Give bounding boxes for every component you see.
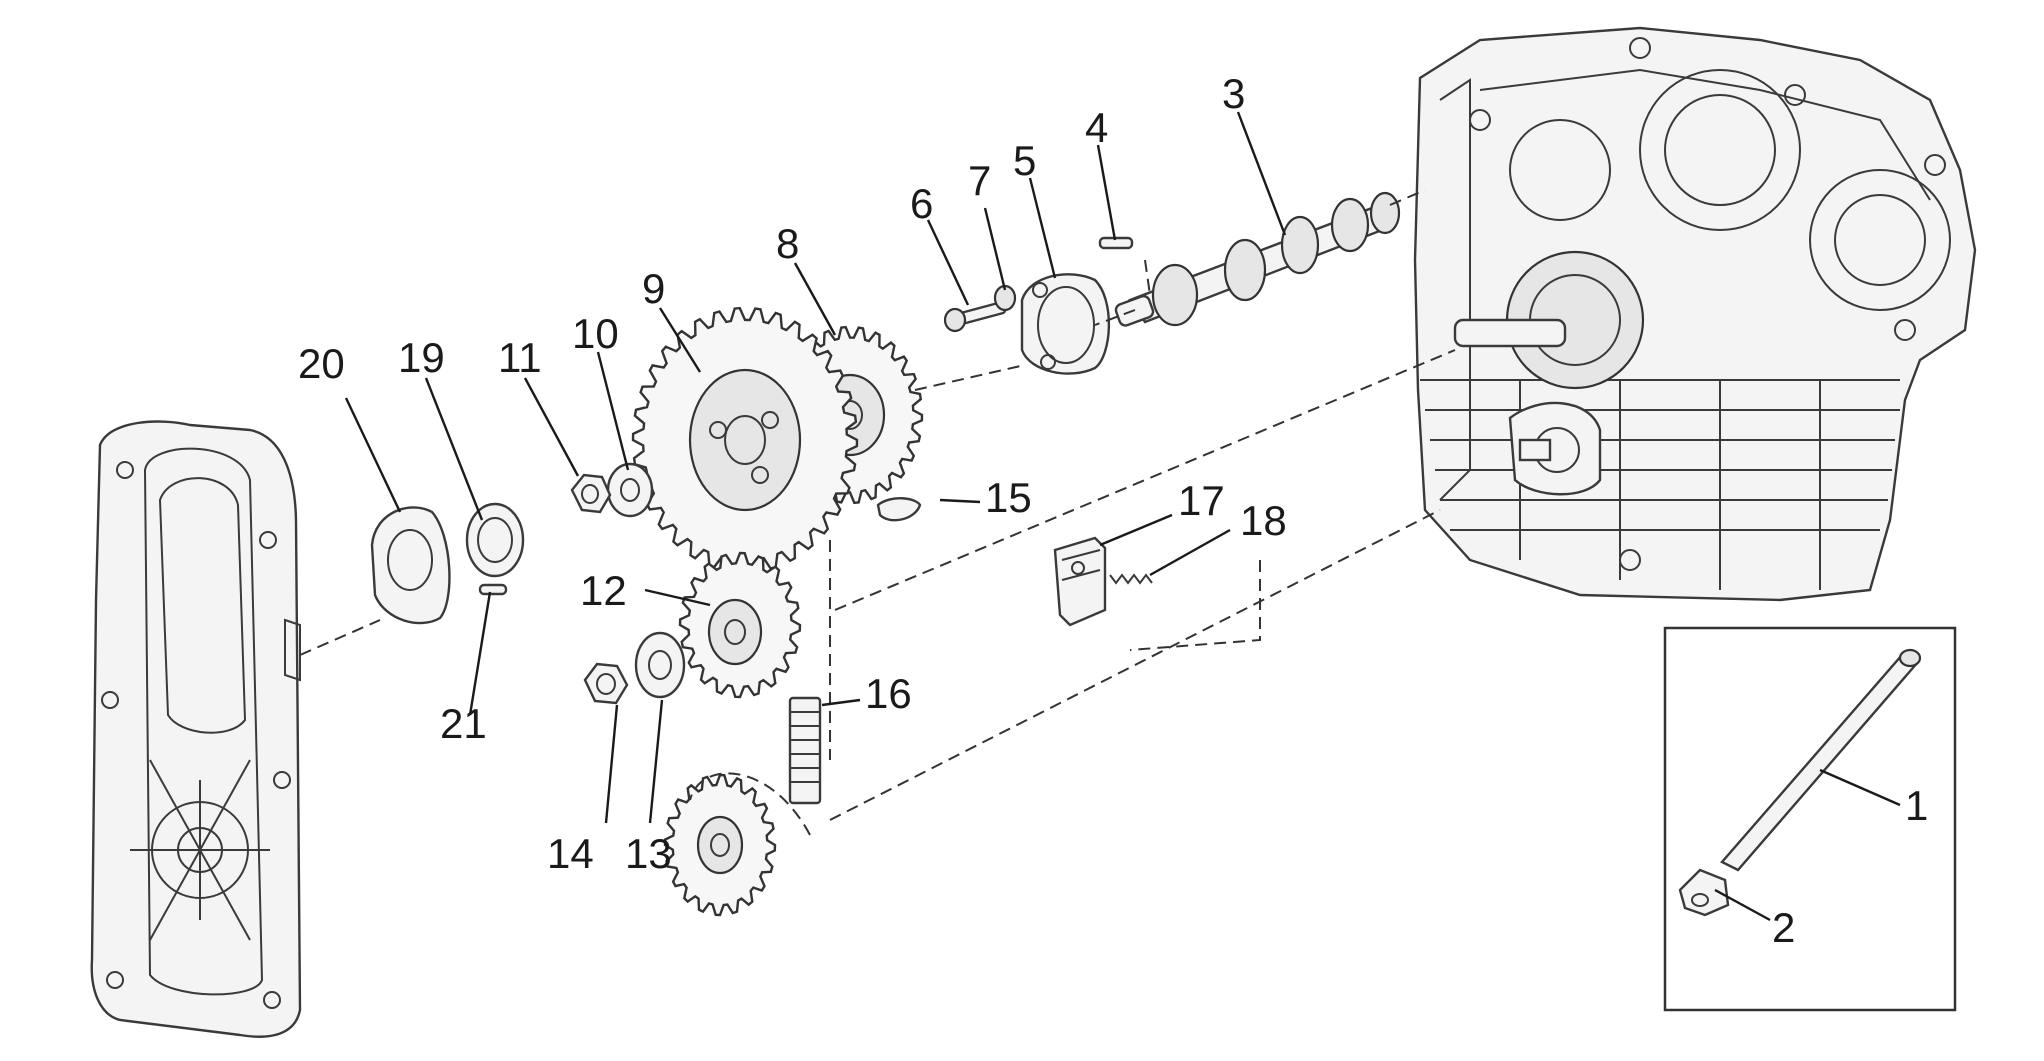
callout-18: 18 bbox=[1240, 497, 1287, 544]
callout-20: 20 bbox=[298, 340, 345, 387]
nut-11 bbox=[570, 473, 612, 514]
callout-8: 8 bbox=[776, 220, 799, 267]
callout-19: 19 bbox=[398, 334, 445, 381]
callout-3: 3 bbox=[1222, 70, 1245, 117]
callout-11: 11 bbox=[498, 334, 542, 381]
timing-cover bbox=[90, 420, 302, 1038]
callout-14: 14 bbox=[547, 830, 594, 877]
callout-21: 21 bbox=[440, 700, 487, 747]
callout-7: 7 bbox=[968, 157, 991, 204]
callout-12: 12 bbox=[580, 567, 627, 614]
chain-tensioner bbox=[1053, 536, 1107, 627]
tube-fitting bbox=[1678, 868, 1730, 917]
woodruff-key bbox=[1098, 236, 1134, 250]
seal-flange bbox=[370, 506, 451, 625]
tensioner-spring bbox=[1109, 573, 1153, 585]
nut-14 bbox=[583, 662, 629, 705]
callout-10: 10 bbox=[572, 310, 619, 357]
callout-5: 5 bbox=[1013, 137, 1036, 184]
callout-9: 9 bbox=[642, 265, 665, 312]
leader-lines bbox=[344, 111, 1901, 922]
oil-pump-gear bbox=[663, 773, 777, 917]
engine-crankcase bbox=[1413, 26, 1977, 602]
timing-chain bbox=[788, 696, 822, 805]
oil-seal bbox=[465, 502, 525, 578]
callout-4: 4 bbox=[1085, 104, 1108, 151]
callout-17: 17 bbox=[1178, 477, 1225, 524]
washer-13 bbox=[634, 631, 686, 699]
idler-gear-large bbox=[631, 306, 859, 574]
callout-15: 15 bbox=[985, 474, 1032, 521]
callout-2: 2 bbox=[1772, 904, 1795, 951]
camshaft bbox=[1114, 191, 1401, 327]
callout-1: 1 bbox=[1905, 782, 1928, 829]
woodruff-key-15 bbox=[876, 497, 922, 522]
callout-13: 13 bbox=[625, 830, 672, 877]
callout-6: 6 bbox=[910, 180, 933, 227]
callout-16: 16 bbox=[865, 670, 912, 717]
assembly-lines bbox=[299, 189, 1456, 836]
dowel-pin bbox=[478, 583, 508, 596]
crankshaft-gear bbox=[678, 551, 802, 699]
callouts: 1 2 3 4 5 6 7 8 9 10 11 12 13 14 15 16 1… bbox=[298, 70, 1928, 951]
inset-box bbox=[1663, 626, 1957, 1012]
washer-10 bbox=[606, 462, 654, 518]
